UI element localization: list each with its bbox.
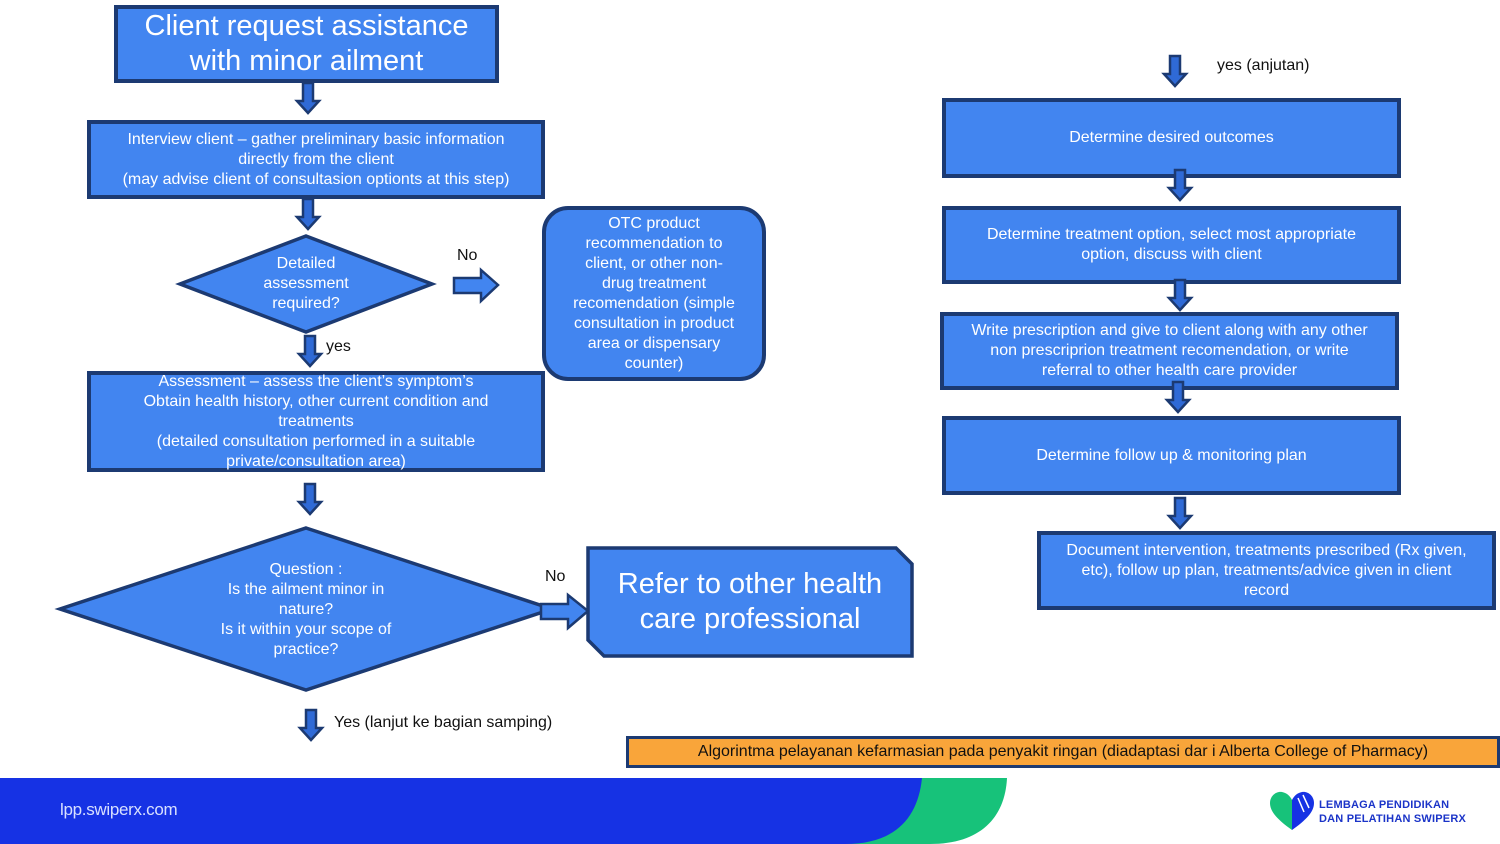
no-label: No: [457, 247, 478, 264]
decision-assessment-required: [175, 234, 437, 334]
arrow-down-icon: [297, 482, 323, 516]
no-label: No: [545, 568, 566, 585]
document-box: Document intervention, treatments prescr…: [1037, 531, 1496, 610]
arrow-down-icon: [1167, 278, 1193, 312]
refer-box: [586, 546, 914, 658]
caption-text: Algorintma pelayanan kefarmasian pada pe…: [697, 743, 1429, 760]
refer-text: Refer to other health care professional: [617, 568, 883, 635]
prescription-box: Write prescription and give to client al…: [940, 312, 1399, 390]
treatment-box: Determine treatment option, select most …: [942, 206, 1401, 284]
logo-text: LEMBAGA PENDIDIKAN DAN PELATIHAN SWIPERX: [1319, 798, 1466, 826]
interview-box: Interview client – gather preliminary ba…: [87, 120, 545, 199]
logo-line1: LEMBAGA PENDIDIKAN: [1319, 799, 1450, 811]
arrow-down-icon: [295, 81, 321, 115]
arrow-right-icon: [452, 267, 500, 304]
arrow-down-icon: [1167, 168, 1193, 202]
arrow-down-icon: [1165, 380, 1191, 414]
start-box: Client request assistance with minor ail…: [114, 5, 499, 83]
yes-continue-label: Yes (lanjut ke bagian samping): [334, 714, 553, 731]
assessment-box: Assessment – assess the client’s symptom…: [87, 371, 545, 472]
arrow-down-icon: [1167, 496, 1193, 530]
arrow-right-icon: [539, 592, 590, 631]
followup-box: Determine follow up & monitoring plan: [942, 416, 1401, 495]
yes-label: yes: [326, 338, 351, 355]
caption-banner: Algorintma pelayanan kefarmasian pada pe…: [626, 736, 1500, 768]
decision-minor-ailment: [54, 526, 558, 692]
heart-logo-icon: [1270, 791, 1314, 830]
arrow-down-icon: [297, 334, 323, 368]
decision-minor-ailment-text: Question : Is the ailment minor in natur…: [220, 561, 392, 658]
arrow-down-icon: [298, 708, 324, 742]
continuation-label: yes (anjutan): [1217, 57, 1310, 74]
footer-band: [0, 778, 1007, 844]
logo-line2: DAN PELATIHAN SWIPERX: [1319, 813, 1467, 825]
otc-recommendation-box: OTC product recommendation to client, or…: [542, 206, 766, 381]
outcomes-box: Determine desired outcomes: [942, 98, 1401, 178]
arrow-down-icon: [1162, 54, 1188, 88]
arrow-down-icon: [295, 197, 321, 231]
decision-assessment-text: Detailed assessment required?: [263, 255, 349, 312]
footer-url[interactable]: lpp.swiperx.com: [60, 800, 178, 819]
